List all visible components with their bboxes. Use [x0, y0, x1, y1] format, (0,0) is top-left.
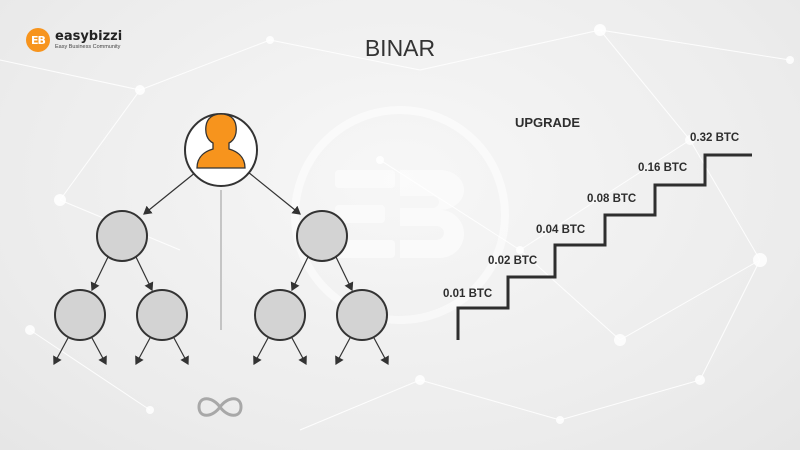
step-label-5: 0.16 BTC	[638, 162, 688, 174]
easybizzi-logo-icon: EB	[26, 28, 50, 52]
root-node	[184, 113, 258, 187]
tree-node-l2-3	[254, 289, 306, 341]
upgrade-staircase	[456, 153, 752, 340]
edge-root-left	[143, 171, 197, 215]
tree-node-l2-2	[136, 289, 188, 341]
step-label-6: 0.32 BTC	[690, 132, 740, 144]
edge-root-right	[247, 171, 301, 215]
brand-name: easybizzi	[55, 28, 123, 44]
user-icon	[196, 113, 246, 169]
step-label-4: 0.08 BTC	[587, 193, 637, 205]
eb-watermark	[291, 106, 509, 324]
infinity-icon	[197, 397, 243, 417]
step-label-3: 0.04 BTC	[536, 224, 586, 236]
slide-title: BINAR	[364, 35, 436, 61]
upgrade-heading: UPGRADE	[515, 115, 581, 130]
tree-node-l2-4	[336, 289, 388, 341]
step-label-1: 0.01 BTC	[443, 288, 493, 300]
tree-node-l1-left	[96, 210, 148, 262]
tree-node-l2-1	[54, 289, 106, 341]
brand-tagline: Easy Business Community	[55, 43, 121, 50]
brand-logo: EB easybizzi Easy Business Community	[26, 28, 122, 52]
step-label-2: 0.02 BTC	[488, 255, 538, 267]
tree-node-l1-right	[296, 210, 348, 262]
